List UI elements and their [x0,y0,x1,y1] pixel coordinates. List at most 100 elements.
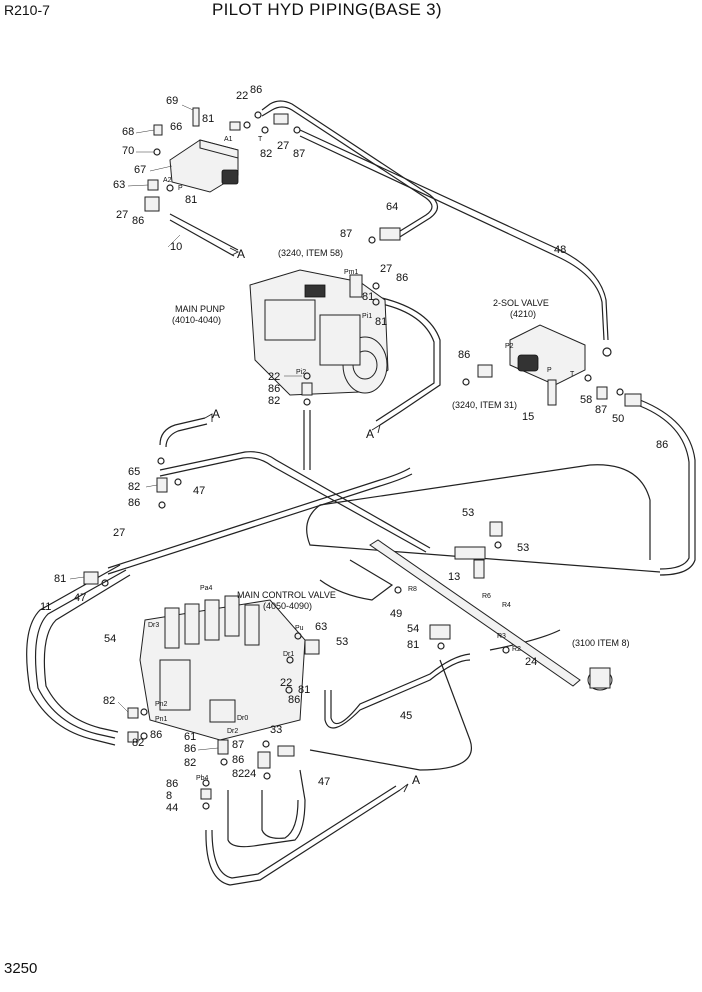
callout: 86 [396,272,408,284]
callout: 86 [128,497,140,509]
port-sol-t: T [570,371,575,378]
port-pi1: Pi1 [362,313,372,320]
port-dr3: Dr3 [148,622,159,629]
callout: 87 [293,148,305,160]
callout: 82 [232,768,244,780]
callout: 47 [193,485,205,497]
callout: 27 [116,209,128,221]
callout: 65 [128,466,140,478]
callout: 81 [362,291,374,303]
callout: 45 [400,710,412,722]
solenoid-valve-block-top [169,139,239,193]
callout-numbers: 69 22 86 81 68 66 70 67 82 27 87 63 81 2… [40,84,668,814]
callout: 86 [288,694,300,706]
port-pn2: Pn2 [155,701,168,708]
callout: 27 [380,263,392,275]
port-dr0: Dr0 [237,715,248,722]
note-sol-valve: 2-SOL VALVE [493,298,549,308]
callout: 81 [54,573,66,585]
model-code: R210-7 [4,2,50,18]
main-control-valve-body [139,595,306,741]
main-pump-body [249,269,389,396]
callout: 50 [612,413,624,425]
callout: 27 [277,140,289,152]
port-r4: R4 [502,602,511,609]
callout: 66 [170,121,182,133]
callout: 54 [104,633,116,645]
callout: 63 [315,621,327,633]
callout: 86 [656,439,668,451]
callout: 53 [336,636,348,648]
callout: 86 [184,743,196,755]
callout: 86 [232,754,244,766]
callout: 11 [40,601,51,613]
callout: 58 [580,394,592,406]
port-pm1: Pm1 [344,269,359,276]
port-pn1: Pn1 [155,716,168,723]
callout: 81 [407,639,419,651]
note-sol-valve-no: (4210) [510,309,536,319]
callout: 81 [202,113,214,125]
callout: 53 [462,507,474,519]
callout: 10 [170,241,182,253]
callout: 82 [103,695,115,707]
callout: 49 [390,608,402,620]
port-dr1: Dr1 [283,651,294,658]
page-title: PILOT HYD PIPING(BASE 3) [212,0,442,19]
callout: 54 [407,623,419,635]
two-sol-valve-body [509,324,586,406]
callout: 82 [128,481,140,493]
port-p2: P2 [505,343,514,350]
callout: 70 [122,145,134,157]
callout: 63 [113,179,125,191]
port-dr2: Dr2 [227,728,238,735]
arrow-label-a-3: A [212,407,220,421]
note-main-pump: MAIN PUNP [175,304,225,314]
port-labels: A1 T A2 P Pm1 Pi1 P2 P T Pi2 Pa4 Dr3 Pu … [148,136,575,782]
callout: 22 [236,90,248,102]
callout: 67 [134,164,146,176]
port-pb4: Pb4 [196,775,209,782]
callout: 48 [554,244,566,256]
page-number: 3250 [4,960,38,977]
port-sol-p: P [547,367,552,374]
callout: 61 [184,731,196,743]
callout: 86 [166,778,178,790]
callout: 47 [318,776,330,788]
port-a2: A2 [163,177,172,184]
callout: 47 [74,592,86,604]
callout: 81 [375,316,387,328]
callout: 87 [340,228,352,240]
callout: 87 [595,404,607,416]
callout: 24 [244,768,256,780]
callout: 82 [268,395,280,407]
note-mcv: MAIN CONTROL VALVE [237,590,336,600]
arrow-labels: A A A A [212,247,420,787]
callout: 86 [150,729,162,741]
port-r3: R3 [497,633,506,640]
connection-arrows [204,247,409,793]
port-p: P [178,185,183,192]
callout: 68 [122,126,134,138]
port-a1: A1 [224,136,233,143]
callout: 86 [458,349,470,361]
callout: 81 [185,194,197,206]
callout: 82 [132,737,144,749]
port-pi2: Pi2 [296,369,306,376]
callout: 15 [522,411,534,423]
callout: 24 [525,656,537,668]
arrow-label-a-4: A [412,773,420,787]
callout: 22 [280,677,292,689]
port-r6: R6 [482,593,491,600]
callout: 22 [268,371,280,383]
note-ref-3100-8: (3100 ITEM 8) [572,638,630,648]
callout: 33 [270,724,282,736]
arrow-label-a-2: A [366,427,374,441]
port-pa4: Pa4 [200,585,213,592]
pipe-tube-right [369,539,613,691]
arrow-label-a-1: A [237,247,245,261]
callout: 44 [166,802,178,814]
port-r8: R8 [408,586,417,593]
callout: 69 [166,95,178,107]
